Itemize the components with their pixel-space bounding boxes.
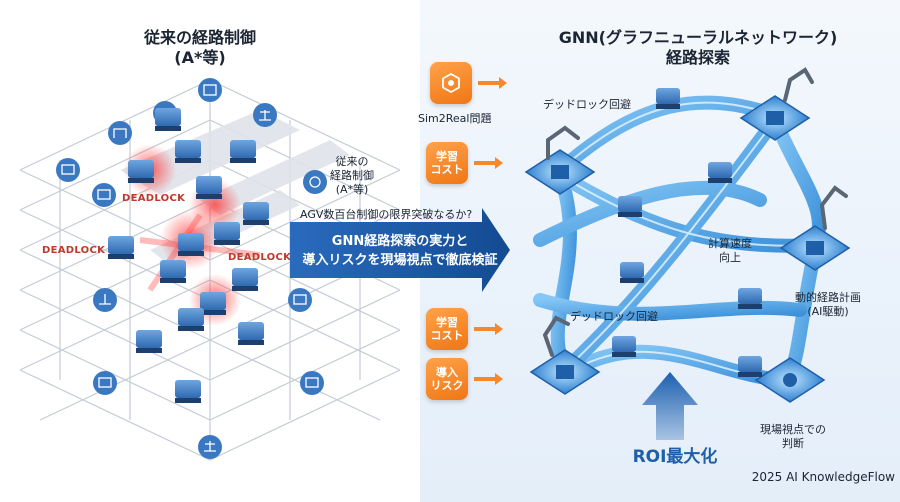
side-note-line2: 経路制御 — [330, 169, 374, 182]
gnn-title: GNN(グラフニューラルネットワーク) 経路探索 — [548, 28, 848, 68]
learning-cost-arrow-2 — [474, 323, 503, 335]
title-right-line2: 経路探索 — [665, 48, 730, 67]
adoption-risk-line1: 導入 — [436, 366, 458, 379]
robot-arm-icons — [542, 67, 848, 357]
title-right-line1: GNN(グラフニューラルネットワーク) — [558, 28, 838, 47]
speed-line1: 計算速度 — [708, 237, 752, 250]
roi-label: ROI最大化 — [632, 447, 718, 467]
side-note-line1: 従来の — [335, 155, 369, 168]
learning-cost-box-1: 学習 コスト — [426, 142, 468, 184]
field-line2: 判断 — [782, 437, 804, 450]
roi-up-arrow — [642, 372, 698, 440]
speed-label: 計算速度 向上 — [708, 237, 752, 265]
deadlock-label-2: DEADLOCK — [42, 245, 106, 256]
learning-cost-2-line2: コスト — [430, 329, 464, 342]
sim2real-caption: Sim2Real問題 — [418, 112, 492, 125]
learning-cost-1-line1: 学習 — [436, 150, 458, 163]
learning-cost-1-line2: コスト — [430, 163, 464, 176]
speed-line2: 向上 — [719, 251, 741, 264]
traditional-control-title: 従来の経路制御 (A*等) — [90, 28, 310, 68]
sim2real-arrow — [478, 77, 507, 89]
field-judgement-label: 現場視点での 判断 — [760, 423, 826, 451]
adoption-risk-line2: リスク — [430, 379, 464, 392]
footer-credit: 2025 AI KnowledgeFlow — [751, 470, 895, 484]
dynamic-routing-label: 動的経路計画 (AI駆動) — [795, 291, 861, 319]
deadlock-avoid-bottom-label: デッドロック回避 — [570, 310, 658, 323]
dynamic-line2: (AI駆動) — [807, 305, 849, 318]
sim2real-icon — [430, 62, 472, 104]
agv-fleet-gnn — [612, 88, 762, 377]
deadlock-label-3: DEADLOCK — [228, 252, 292, 263]
learning-cost-2-line1: 学習 — [436, 316, 458, 329]
learning-cost-arrow-1 — [474, 157, 503, 169]
adoption-risk-box: 導入 リスク — [426, 358, 468, 400]
title-left-line1: 従来の経路制御 — [143, 28, 256, 47]
adoption-risk-arrow — [474, 373, 503, 385]
hexagon-network-icon — [442, 72, 460, 94]
learning-cost-box-2: 学習 コスト — [426, 308, 468, 350]
dynamic-line1: 動的経路計画 — [795, 291, 861, 304]
red-path-2 — [147, 213, 203, 292]
side-note-line3: (A*等) — [335, 183, 369, 196]
agv-fleet-traditional — [108, 108, 269, 403]
deadlock-label-1: DEADLOCK — [122, 193, 186, 204]
center-arrow-shape — [290, 208, 510, 292]
deadlock-avoid-top-label: デッドロック回避 — [543, 98, 631, 111]
gnn-routes — [533, 95, 826, 387]
arrow-text-line2: 導入リスクを現場視点で徹底検証 — [302, 253, 498, 268]
arrow-text-line1: GNN経路探索の実力と — [331, 234, 469, 249]
traditional-side-note: 従来の 経路制御 (A*等) — [312, 155, 392, 197]
arrow-text: GNN経路探索の実力と 導入リスクを現場視点で徹底検証 — [300, 232, 500, 270]
node-icon-glyphs — [61, 84, 321, 452]
central-question: AGV数百台制御の限界突破なるか? — [300, 208, 473, 221]
title-left-line2: (A*等) — [174, 48, 226, 67]
gnn-nodes — [524, 95, 851, 403]
field-line1: 現場視点での — [760, 423, 826, 436]
